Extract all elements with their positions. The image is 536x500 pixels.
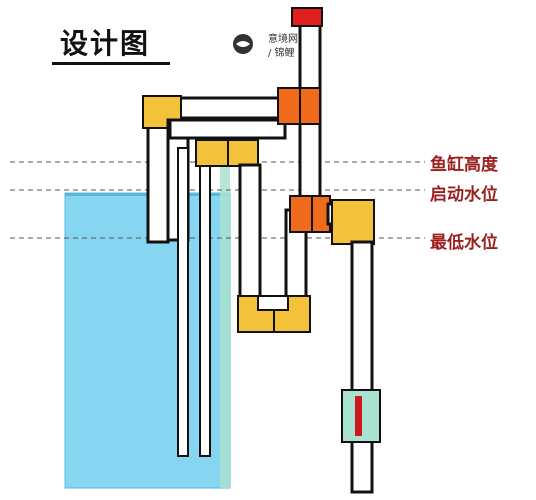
diagram-title: 设计图 [60, 27, 151, 60]
outer-siphon-pipe [146, 96, 287, 244]
title-underline [52, 62, 170, 65]
lower-tee-fitting [289, 195, 331, 233]
label-start-level: 启动水位 [430, 185, 498, 205]
tank-wall [220, 165, 230, 488]
label-tank-height: 鱼缸高度 [430, 155, 498, 175]
watermark-text-2: / 锦鲤 [268, 48, 295, 59]
vent-cap [291, 7, 323, 27]
drain-down-pipe [350, 240, 374, 494]
outlet-elbow-fitting [331, 199, 375, 245]
loop-pipe [238, 163, 308, 308]
watermark-logo [233, 34, 253, 54]
label-min-level: 最低水位 [430, 233, 498, 253]
watermark-text-1: 意境网 [268, 34, 298, 45]
elbow-fitting-top-left [142, 95, 182, 129]
valve-indicator [355, 396, 362, 436]
